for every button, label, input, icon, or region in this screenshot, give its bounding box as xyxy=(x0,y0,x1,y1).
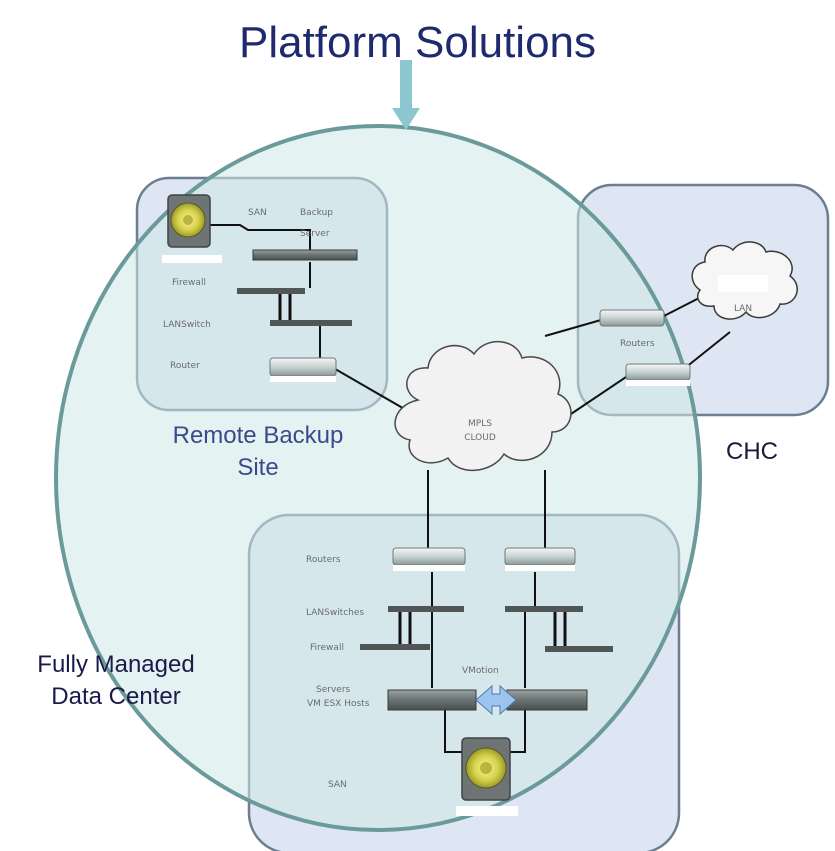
dc-server-1-device xyxy=(387,689,477,711)
chc-router-2-device xyxy=(625,363,691,386)
chc-lan-cloud-icon xyxy=(691,241,798,320)
down-arrow-icon xyxy=(392,60,420,130)
chc-router-1-device xyxy=(599,309,665,327)
remote-san-label: SAN xyxy=(248,208,267,218)
dc-server-2-device xyxy=(506,689,588,711)
chc-lan-label: LAN xyxy=(734,304,752,314)
remote-backup-server-device xyxy=(252,249,358,261)
page-title: Platform Solutions xyxy=(238,18,597,67)
dc-lan-switch-2-device xyxy=(505,606,583,612)
vmotion-arrow-icon xyxy=(475,684,517,716)
dc-firewall-2-device xyxy=(545,646,613,652)
chc-routers-label: Routers xyxy=(620,339,655,349)
dc-servers-label-1: Servers xyxy=(316,685,351,695)
remote-backup-server-label-1: Backup xyxy=(300,208,333,218)
dc-san-disk-icon xyxy=(456,737,518,816)
remote-backup-server-label-2: Server xyxy=(300,229,330,239)
remote-lan-switch-device xyxy=(270,320,352,326)
remote-firewall-label: Firewall xyxy=(172,278,206,288)
remote-lan-switch-label: LANSwitch xyxy=(163,320,211,330)
dc-router-2-device xyxy=(504,547,576,566)
dc-routers-label: Routers xyxy=(306,555,341,565)
remote-backup-site-caption: Remote Backup Site xyxy=(172,422,344,481)
dc-san-label: SAN xyxy=(328,780,347,790)
dc-firewall-1-device xyxy=(360,644,430,650)
remote-firewall-device xyxy=(237,288,305,294)
mpls-cloud-icon xyxy=(394,340,572,472)
dc-firewall-label: Firewall xyxy=(310,643,344,653)
remote-router-label: Router xyxy=(170,361,200,371)
remote-san-disk-icon xyxy=(162,194,222,263)
data-center-caption: Fully Managed Data Center xyxy=(37,651,195,710)
dc-lan-switches-label: LANSwitches xyxy=(306,608,364,618)
remote-router-device xyxy=(269,357,337,382)
dc-router-1-device xyxy=(392,547,466,566)
dc-vmotion-label: VMotion xyxy=(462,666,499,676)
platform-circle xyxy=(54,124,702,832)
dc-servers-label-2: VM ESX Hosts xyxy=(307,699,370,709)
dc-lan-switch-1-device xyxy=(388,606,464,612)
mpls-cloud-label-1: MPLS xyxy=(468,419,492,429)
chc-caption: CHC xyxy=(726,438,778,465)
mpls-cloud-label-2: CLOUD xyxy=(464,433,496,443)
